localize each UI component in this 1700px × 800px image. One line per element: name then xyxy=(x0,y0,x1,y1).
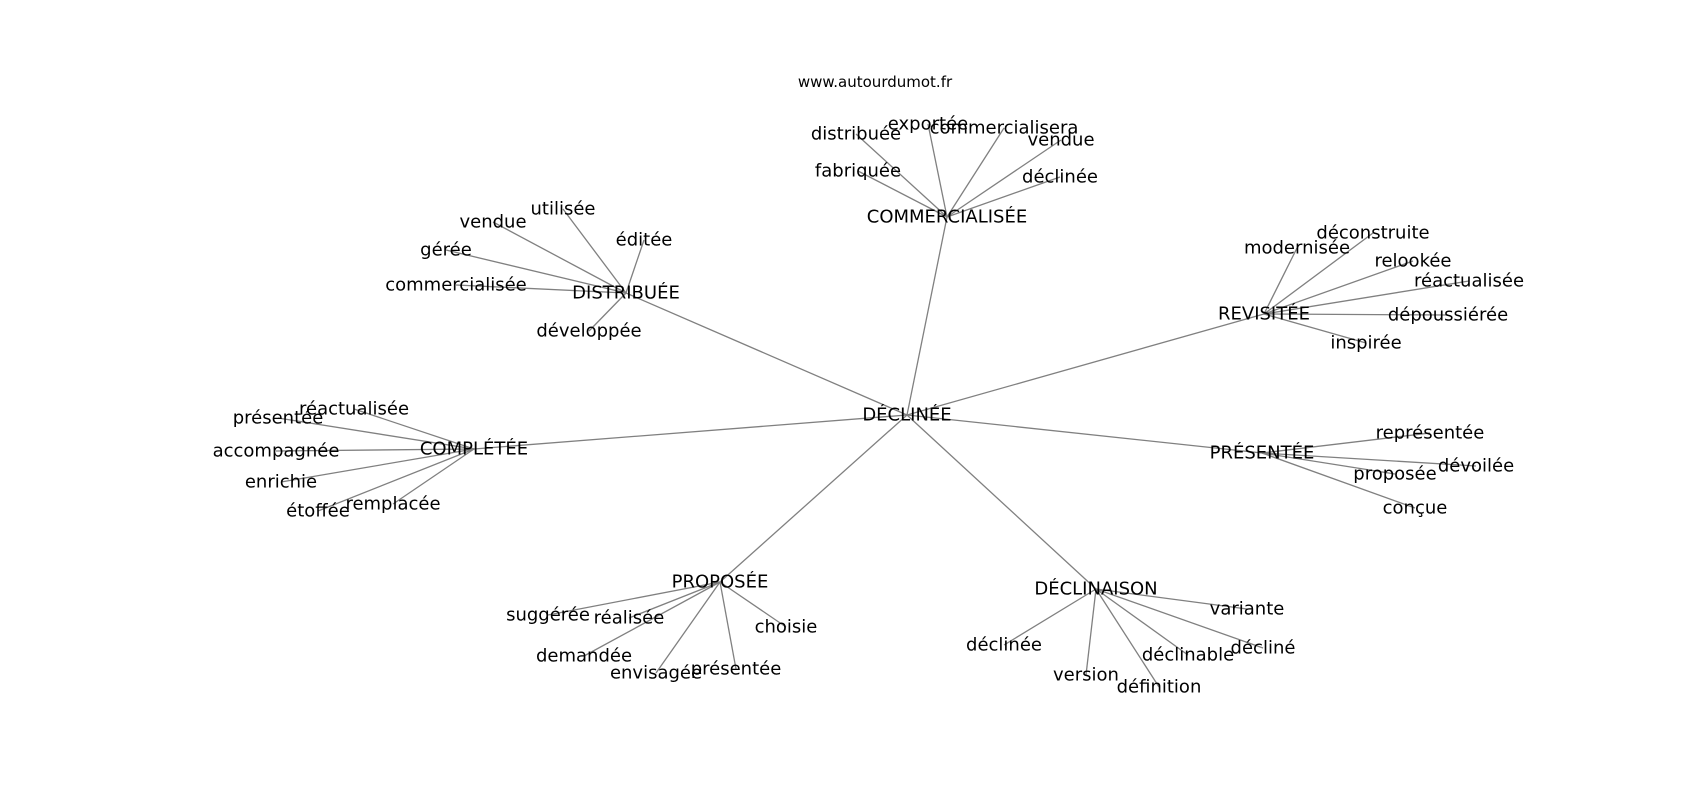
leaf-node: déclinable xyxy=(1142,645,1234,666)
leaf-node: utilisée xyxy=(531,199,596,220)
edge-center-to-hub xyxy=(906,414,1097,590)
leaf-node: exportée xyxy=(888,114,968,135)
edge-hub-to-leaf xyxy=(392,448,475,505)
leaf-node: conçue xyxy=(1383,498,1448,519)
edge-hub-to-leaf xyxy=(583,581,721,657)
leaf-node: réalisée xyxy=(594,608,665,629)
edge-hub-to-leaf xyxy=(280,448,475,483)
graph-edges xyxy=(275,123,1477,688)
edge-hub-to-leaf xyxy=(277,417,475,450)
leaf-node: version xyxy=(1053,665,1119,686)
leaf-node: vendue xyxy=(1027,130,1094,151)
edge-hub-to-leaf xyxy=(1261,452,1416,509)
hub-node: DÉCLINAISON xyxy=(1034,578,1157,600)
leaf-node: présentée xyxy=(233,408,324,429)
leaf-node: fabriquée xyxy=(815,161,901,182)
edge-hub-to-leaf xyxy=(547,581,721,616)
leaf-node: envisagée xyxy=(610,663,702,684)
leaf-node: développée xyxy=(536,321,641,342)
edge-hub-to-leaf xyxy=(1095,588,1160,688)
leaf-node: réactualisée xyxy=(1414,271,1524,292)
edge-center-to-hub xyxy=(906,414,1263,454)
edge-hub-to-leaf xyxy=(1263,313,1367,344)
leaf-node: décliné xyxy=(1231,638,1296,659)
leaf-node: choisie xyxy=(755,617,818,638)
edge-center-to-hub xyxy=(906,216,948,416)
leaf-node: vendue xyxy=(459,212,526,233)
edge-hub-to-leaf xyxy=(1261,452,1396,475)
leaf-node: déclinée xyxy=(1022,167,1098,188)
leaf-node: demandée xyxy=(536,646,632,667)
leaf-node: distribuée xyxy=(811,124,901,145)
edge-hub-to-leaf xyxy=(946,176,1061,218)
edge-hub-to-leaf xyxy=(1263,313,1449,316)
edge-hub-to-leaf xyxy=(588,292,627,332)
edge-hub-to-leaf xyxy=(625,239,645,294)
leaf-node: commercialisée xyxy=(385,275,527,296)
leaf-node: déclinée xyxy=(966,635,1042,656)
edge-center-to-hub xyxy=(473,414,908,450)
leaf-node: suggérée xyxy=(506,605,590,626)
graph-labels: www.autourdumot.fr DÉCLINÉE COMMERCIALISÉ… xyxy=(213,73,1524,698)
edge-hub-to-leaf xyxy=(628,581,721,619)
hub-node: COMPLÉTÉE xyxy=(420,438,528,460)
edge-hub-to-leaf xyxy=(1263,260,1414,315)
leaf-node: enrichie xyxy=(245,472,317,493)
edge-hub-to-leaf xyxy=(353,408,475,450)
edge-hub-to-leaf xyxy=(317,448,475,512)
edge-hub-to-leaf xyxy=(946,127,1005,218)
edge-hub-to-leaf xyxy=(562,208,627,294)
edge-hub-to-leaf xyxy=(927,123,948,218)
leaf-node: variante xyxy=(1210,599,1285,620)
edge-hub-to-leaf xyxy=(1261,452,1477,467)
edge-hub-to-leaf xyxy=(1263,232,1374,315)
edge-center-to-hub xyxy=(906,313,1265,416)
edge-hub-to-leaf xyxy=(1263,247,1298,315)
leaf-node: remplacée xyxy=(345,494,440,515)
leaf-node: dévoilée xyxy=(1438,456,1514,477)
edge-hub-to-leaf xyxy=(719,581,787,628)
leaf-node: étoffée xyxy=(286,501,350,522)
leaf-node: accompagnée xyxy=(213,441,340,462)
hub-node: PRÉSENTÉE xyxy=(1210,442,1315,464)
edge-hub-to-leaf xyxy=(1085,588,1097,676)
edge-hub-to-leaf xyxy=(455,284,627,294)
edge-hub-to-leaf xyxy=(1095,588,1264,649)
watermark: www.autourdumot.fr xyxy=(798,73,953,91)
leaf-node: inspirée xyxy=(1330,333,1401,354)
edge-hub-to-leaf xyxy=(492,221,627,294)
edge-center-to-hub xyxy=(719,414,908,583)
hub-node: REVISITÉE xyxy=(1218,303,1310,325)
hub-node: COMMERCIALISÉE xyxy=(867,206,1027,228)
leaf-node: commercialisera xyxy=(930,118,1079,139)
edge-hub-to-leaf xyxy=(1095,588,1189,656)
leaf-node: proposée xyxy=(1353,464,1436,485)
edge-hub-to-leaf xyxy=(946,139,1062,218)
edge-center-to-hub xyxy=(625,292,908,416)
leaf-node: dépoussiérée xyxy=(1388,305,1508,326)
edge-hub-to-leaf xyxy=(855,133,948,218)
leaf-node: éditée xyxy=(616,230,673,251)
edge-hub-to-leaf xyxy=(275,448,475,452)
leaf-node: représentée xyxy=(1376,423,1485,444)
edge-hub-to-leaf xyxy=(1003,588,1097,646)
leaf-node: déconstruite xyxy=(1316,223,1429,244)
leaf-node: réactualisée xyxy=(299,399,409,420)
edge-hub-to-leaf xyxy=(445,249,627,294)
center-node: DÉCLINÉE xyxy=(862,404,951,426)
hub-node: PROPOSÉE xyxy=(672,571,769,593)
leaf-node: gérée xyxy=(420,240,472,261)
edge-hub-to-leaf xyxy=(1095,588,1248,610)
edge-hub-to-leaf xyxy=(857,170,948,218)
leaf-node: modernisée xyxy=(1244,238,1350,259)
edge-hub-to-leaf xyxy=(1261,432,1431,454)
hub-node: DISTRIBUÉE xyxy=(572,282,680,304)
edge-hub-to-leaf xyxy=(719,581,737,670)
leaf-node: relookée xyxy=(1374,251,1451,272)
leaf-node: définition xyxy=(1117,677,1202,698)
edge-hub-to-leaf xyxy=(1263,280,1470,315)
leaf-node: présentée xyxy=(691,659,782,680)
edge-hub-to-leaf xyxy=(655,581,721,674)
